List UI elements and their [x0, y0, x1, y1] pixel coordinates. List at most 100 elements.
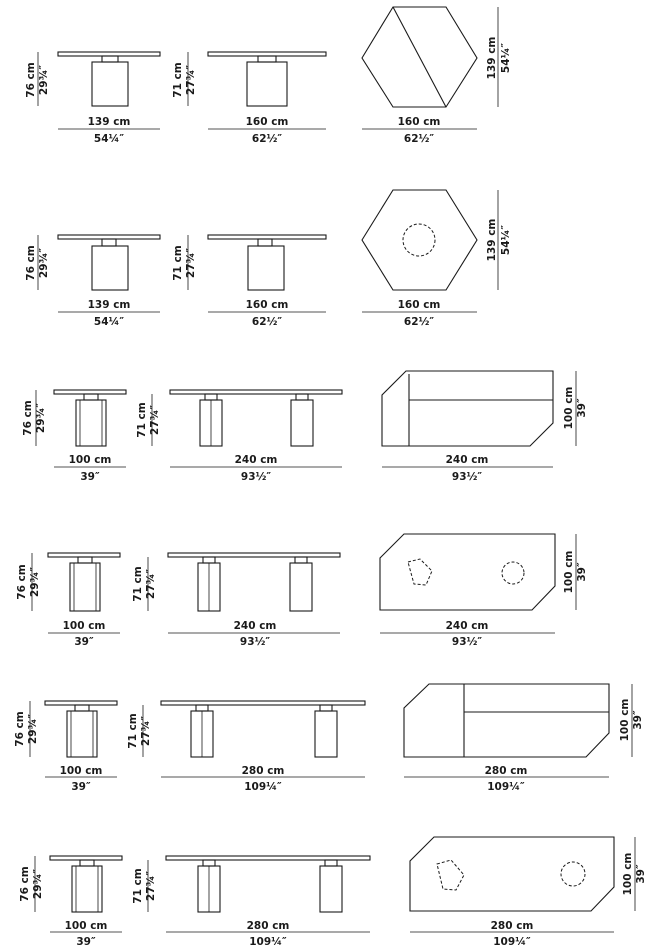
side-height-cm: 76 cm	[25, 245, 37, 280]
base-outline-dashed	[560, 861, 586, 887]
front-height-in: 27¾″	[145, 569, 157, 599]
plan-depth-cm: 100 cm	[622, 853, 634, 896]
row-4: 100 cm 39″ 76 cm 29¾″ 240 cm 93½″ 71 cm …	[16, 533, 588, 648]
front-height-in: 27¾″	[185, 65, 197, 95]
front-view-2	[207, 234, 327, 291]
side-height-in: 29¾″	[38, 65, 50, 95]
pedestal-base-right	[314, 710, 338, 758]
plan-view-6	[409, 836, 615, 912]
tabletop	[167, 552, 341, 558]
side-view-4	[47, 552, 121, 612]
pedestal-base	[246, 61, 288, 107]
column-neck	[294, 556, 308, 564]
front-width-in: 93½″	[241, 471, 271, 483]
side-width-in: 39″	[80, 471, 100, 483]
tabletop	[49, 855, 123, 861]
tabletop	[47, 552, 121, 558]
front-height-cm: 71 cm	[172, 245, 184, 280]
pedestal-base-right	[290, 399, 314, 447]
column-neck	[195, 704, 209, 712]
tabletop	[57, 234, 161, 240]
side-view-1	[57, 51, 161, 107]
front-width-cm: 280 cm	[247, 920, 290, 932]
side-height-in: 29¾″	[32, 869, 44, 899]
plan-depth-in: 54¼″	[500, 225, 512, 255]
plan-depth-cm: 139 cm	[486, 219, 498, 262]
plan-depth-cm: 100 cm	[563, 387, 575, 430]
plan-width-in: 93½″	[452, 636, 482, 648]
plan-view-1	[361, 6, 478, 108]
column-neck	[324, 859, 338, 867]
plan-view-2	[361, 189, 478, 291]
table-top-outline	[409, 836, 615, 912]
base-outline-dashed	[402, 223, 436, 257]
front-width-cm: 280 cm	[242, 765, 285, 777]
plan-width-cm: 240 cm	[446, 620, 489, 632]
side-width-cm: 100 cm	[63, 620, 106, 632]
plan-view-5	[403, 683, 610, 758]
base-outline-dashed	[501, 561, 525, 585]
front-width-in: 62½″	[252, 316, 282, 328]
front-height-in: 27¾″	[149, 405, 161, 435]
side-width-in: 54¼″	[94, 316, 124, 328]
row-5: 100 cm 39″ 76 cm 29¾″ 280 cm 109¼″ 71 cm…	[14, 683, 644, 793]
side-view-2	[57, 234, 161, 291]
column-neck	[202, 859, 216, 867]
plan-width-cm: 240 cm	[446, 454, 489, 466]
pedestal-base	[75, 399, 107, 447]
front-view-3	[169, 389, 343, 447]
front-view-4	[167, 552, 341, 612]
side-width-cm: 100 cm	[60, 765, 103, 777]
front-height-cm: 71 cm	[136, 402, 148, 437]
plan-width-in: 62½″	[404, 316, 434, 328]
row-2: 139 cm 54¼″ 76 cm 29¾″ 160 cm 62½″ 71 cm…	[25, 189, 512, 328]
side-view-3	[53, 389, 127, 447]
side-height-cm: 76 cm	[19, 866, 31, 901]
front-width-cm: 240 cm	[235, 454, 278, 466]
pedestal-base	[69, 562, 101, 612]
column-neck	[101, 55, 119, 63]
tabletop	[207, 234, 327, 240]
column-neck	[74, 704, 90, 712]
tabletop	[207, 51, 327, 57]
side-width-cm: 139 cm	[88, 299, 131, 311]
tabletop	[44, 700, 118, 706]
side-height-in: 29¾″	[38, 248, 50, 278]
front-height-cm: 71 cm	[132, 566, 144, 601]
plan-width-in: 93½″	[452, 471, 482, 483]
top-split-line	[392, 6, 447, 108]
plan-width-cm: 280 cm	[485, 765, 528, 777]
front-height-cm: 71 cm	[172, 62, 184, 97]
side-height-in: 29¾″	[27, 714, 39, 744]
plan-width-in: 109¼″	[493, 936, 531, 948]
tabletop	[160, 700, 366, 706]
pedestal-base-right	[319, 865, 343, 913]
plan-depth-cm: 100 cm	[563, 551, 575, 594]
column-neck	[257, 55, 277, 63]
plan-depth-in: 54¼″	[500, 43, 512, 73]
plan-width-in: 62½″	[404, 133, 434, 145]
front-view-1	[207, 51, 327, 107]
side-width-cm: 100 cm	[65, 920, 108, 932]
pedestal-base	[91, 245, 129, 291]
tabletop	[165, 855, 371, 861]
plan-depth-cm: 139 cm	[486, 37, 498, 80]
front-height-in: 27¾″	[140, 716, 152, 746]
plan-width-cm: 160 cm	[398, 116, 441, 128]
column-neck	[101, 238, 117, 247]
column-neck	[77, 556, 93, 564]
table-top-outline	[379, 533, 556, 611]
side-width-in: 39″	[76, 936, 96, 948]
side-height-cm: 76 cm	[25, 62, 37, 97]
tabletop	[169, 389, 343, 395]
front-width-cm: 240 cm	[234, 620, 277, 632]
table-top-outline	[381, 370, 554, 447]
column-neck	[83, 393, 99, 401]
front-height-cm: 71 cm	[127, 713, 139, 748]
front-view-6	[165, 855, 371, 913]
side-view-6	[49, 855, 123, 913]
column-neck	[319, 704, 333, 712]
front-height-cm: 71 cm	[132, 868, 144, 903]
front-height-in: 27¾″	[185, 248, 197, 278]
pedestal-base	[71, 865, 103, 913]
